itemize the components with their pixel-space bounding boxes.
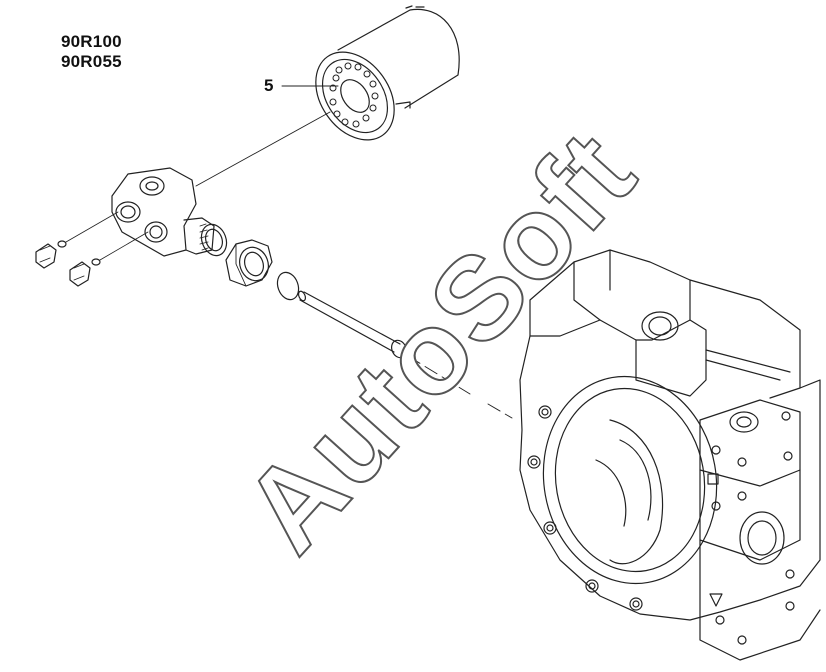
assembly-centerline [195,111,331,187]
transfer-tube [297,290,513,419]
callout-label-5: 5 [264,76,274,95]
model-number-1: 90R100 [61,32,122,51]
filter-cartridge [315,5,460,141]
filter-head [111,167,228,257]
plug-lower [69,258,101,287]
pump-housing [519,249,821,661]
plug-upper [35,240,67,269]
fitting-nut [225,239,273,287]
o-ring [276,271,300,301]
model-number-2: 90R055 [61,52,122,71]
